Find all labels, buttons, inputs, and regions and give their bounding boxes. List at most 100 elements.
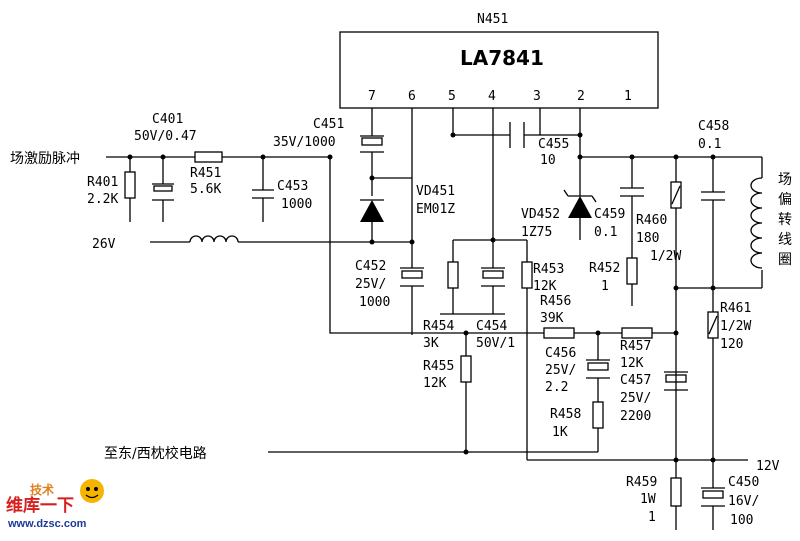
pin-5-label: 5 <box>448 89 456 104</box>
c456-value-b: 2.2 <box>545 380 568 395</box>
pin-4-label: 4 <box>488 89 496 104</box>
r401-value: 2.2K <box>87 192 118 207</box>
r460-value-b: 1/2W <box>650 249 681 264</box>
c455-value: 10 <box>540 153 556 168</box>
c456-value-a: 25V/ <box>545 363 576 378</box>
r460-value-a: 180 <box>636 231 659 246</box>
supply-26v-label: 26V <box>92 237 116 252</box>
yoke-network <box>673 157 763 460</box>
yoke-label-5: 圈 <box>778 252 792 268</box>
watermark-logo: 技术 维库一下 www.dzsc.com <box>6 479 104 530</box>
c456-name: C456 <box>545 346 576 361</box>
input-network <box>106 151 333 222</box>
ic-body <box>339 31 659 109</box>
c452-name: C452 <box>355 259 386 274</box>
c457-value-a: 25V/ <box>620 391 651 406</box>
r457-body <box>621 327 653 339</box>
r457-value: 12K <box>620 356 644 371</box>
r459-value-a: 1W <box>640 492 656 507</box>
vd452-name: VD452 <box>521 207 560 222</box>
ic-part-label: LA7841 <box>460 46 544 70</box>
r455-name: R455 <box>423 359 454 374</box>
r459-body <box>670 477 682 507</box>
r456-value: 39K <box>540 311 564 326</box>
ew-correction-label: 至东/西枕校电路 <box>104 445 207 462</box>
c458-name: C458 <box>698 119 729 134</box>
c401-name: C401 <box>152 112 183 127</box>
c450-value-a: 16V/ <box>728 494 759 509</box>
pin-6-label: 6 <box>408 89 416 104</box>
c450-body <box>702 490 724 499</box>
r461-name: R461 <box>720 301 751 316</box>
yoke-coil <box>750 177 763 269</box>
r456-name: R456 <box>540 294 571 309</box>
c459-value: 0.1 <box>594 225 617 240</box>
r452-body <box>626 257 638 285</box>
c450-name: C450 <box>728 475 759 490</box>
c454-value: 50V/1 <box>476 336 515 351</box>
r455-value: 12K <box>423 376 447 391</box>
pin4-network <box>440 108 533 460</box>
yoke-label-2: 偏 <box>778 192 792 208</box>
r459-value-b: 1 <box>648 510 656 525</box>
mascot-icon <box>80 479 104 503</box>
r451-value: 5.6K <box>190 182 221 197</box>
input-signal-label: 场激励脉冲 <box>10 150 80 167</box>
supply-12v-label: 12V <box>756 459 780 474</box>
r455-body <box>460 355 472 383</box>
c459-name: C459 <box>594 207 625 222</box>
c453-value: 1000 <box>281 197 312 212</box>
c457-value-b: 2200 <box>620 409 651 424</box>
pin5-pin3-network <box>450 108 541 148</box>
yoke-label-3: 转 <box>778 212 792 228</box>
r458-body <box>592 401 604 429</box>
ic-ref-label: N451 <box>477 12 508 27</box>
c401-value: 50V/0.47 <box>134 129 197 144</box>
r454-name: R454 <box>423 319 454 334</box>
c458-value: 0.1 <box>698 137 721 152</box>
c454-name: C454 <box>476 319 507 334</box>
r454-value: 3K <box>423 336 439 351</box>
r453-name: R453 <box>533 262 564 277</box>
r451-name: R451 <box>190 166 221 181</box>
pin-2-label: 2 <box>577 89 585 104</box>
choke-inductor <box>189 235 239 243</box>
pin-7-label: 7 <box>368 89 376 104</box>
r454-body <box>447 261 459 289</box>
vd451-value: EM01Z <box>416 202 455 217</box>
r401-body <box>124 171 136 199</box>
r452-value: 1 <box>601 279 609 294</box>
pin2-output-network <box>540 108 762 460</box>
pin-3-label: 3 <box>533 89 541 104</box>
r401-name: R401 <box>87 175 118 190</box>
watermark-cn: 维库一下 <box>6 495 74 516</box>
vd452-zener <box>568 196 592 218</box>
c401-body <box>153 185 173 192</box>
c454-body <box>482 270 504 279</box>
r459-name: R459 <box>626 475 657 490</box>
feedback-network <box>329 157 679 452</box>
r461-value-b: 120 <box>720 337 743 352</box>
c450-value-b: 100 <box>730 513 753 528</box>
c452-value-a: 25V/ <box>355 277 386 292</box>
pin7-network <box>360 108 412 242</box>
c451-name: C451 <box>313 117 344 132</box>
c456-body <box>587 362 609 371</box>
supply-12v-rail <box>527 457 748 530</box>
r461-value-a: 1/2W <box>720 319 751 334</box>
r451-body <box>194 151 223 163</box>
c451-body <box>361 137 383 146</box>
c455-name: C455 <box>538 137 569 152</box>
r460-name: R460 <box>636 213 667 228</box>
svg-text:技术: 技术 <box>30 482 54 497</box>
vd451-name: VD451 <box>416 184 455 199</box>
r456-body <box>543 327 575 339</box>
r457-name: R457 <box>620 339 651 354</box>
watermark-url: www.dzsc.com <box>7 518 87 530</box>
c452-value-b: 1000 <box>359 295 390 310</box>
r453-value: 12K <box>533 279 557 294</box>
supply-26v-line <box>150 235 415 245</box>
r452-name: R452 <box>589 261 620 276</box>
yoke-label-4: 线 <box>778 232 792 248</box>
